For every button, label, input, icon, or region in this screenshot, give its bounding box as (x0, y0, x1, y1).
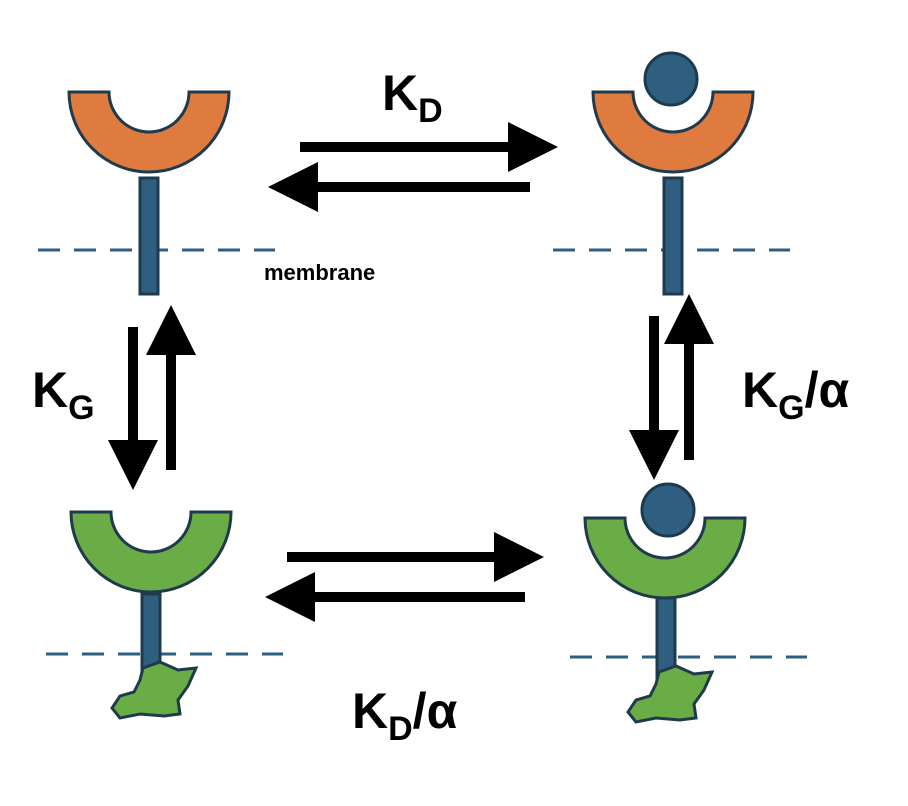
receptor-stalk (138, 176, 160, 296)
kd-bottom-label: KD/α (352, 683, 458, 748)
kg-left-label: KG (32, 362, 95, 427)
receptor-stalk (662, 176, 684, 296)
receptor-cup-orange (67, 90, 231, 174)
receptor-active-unbound (69, 510, 233, 720)
membrane-label: membrane (264, 260, 375, 285)
receptor-cup-green (69, 510, 233, 594)
g-protein-blob (110, 660, 199, 720)
ligand-ball (640, 482, 696, 538)
kd-top-label: KD (382, 65, 443, 130)
ligand-ball (643, 51, 699, 107)
receptor-inactive-unbound (67, 90, 231, 296)
receptor-inactive-bound (591, 51, 755, 296)
receptor-cup-green (583, 516, 747, 600)
g-protein-blob (626, 664, 715, 724)
receptor-active-bound (583, 482, 747, 724)
kg-right-label: KG/α (742, 362, 849, 427)
receptor-cup-orange (591, 90, 755, 174)
